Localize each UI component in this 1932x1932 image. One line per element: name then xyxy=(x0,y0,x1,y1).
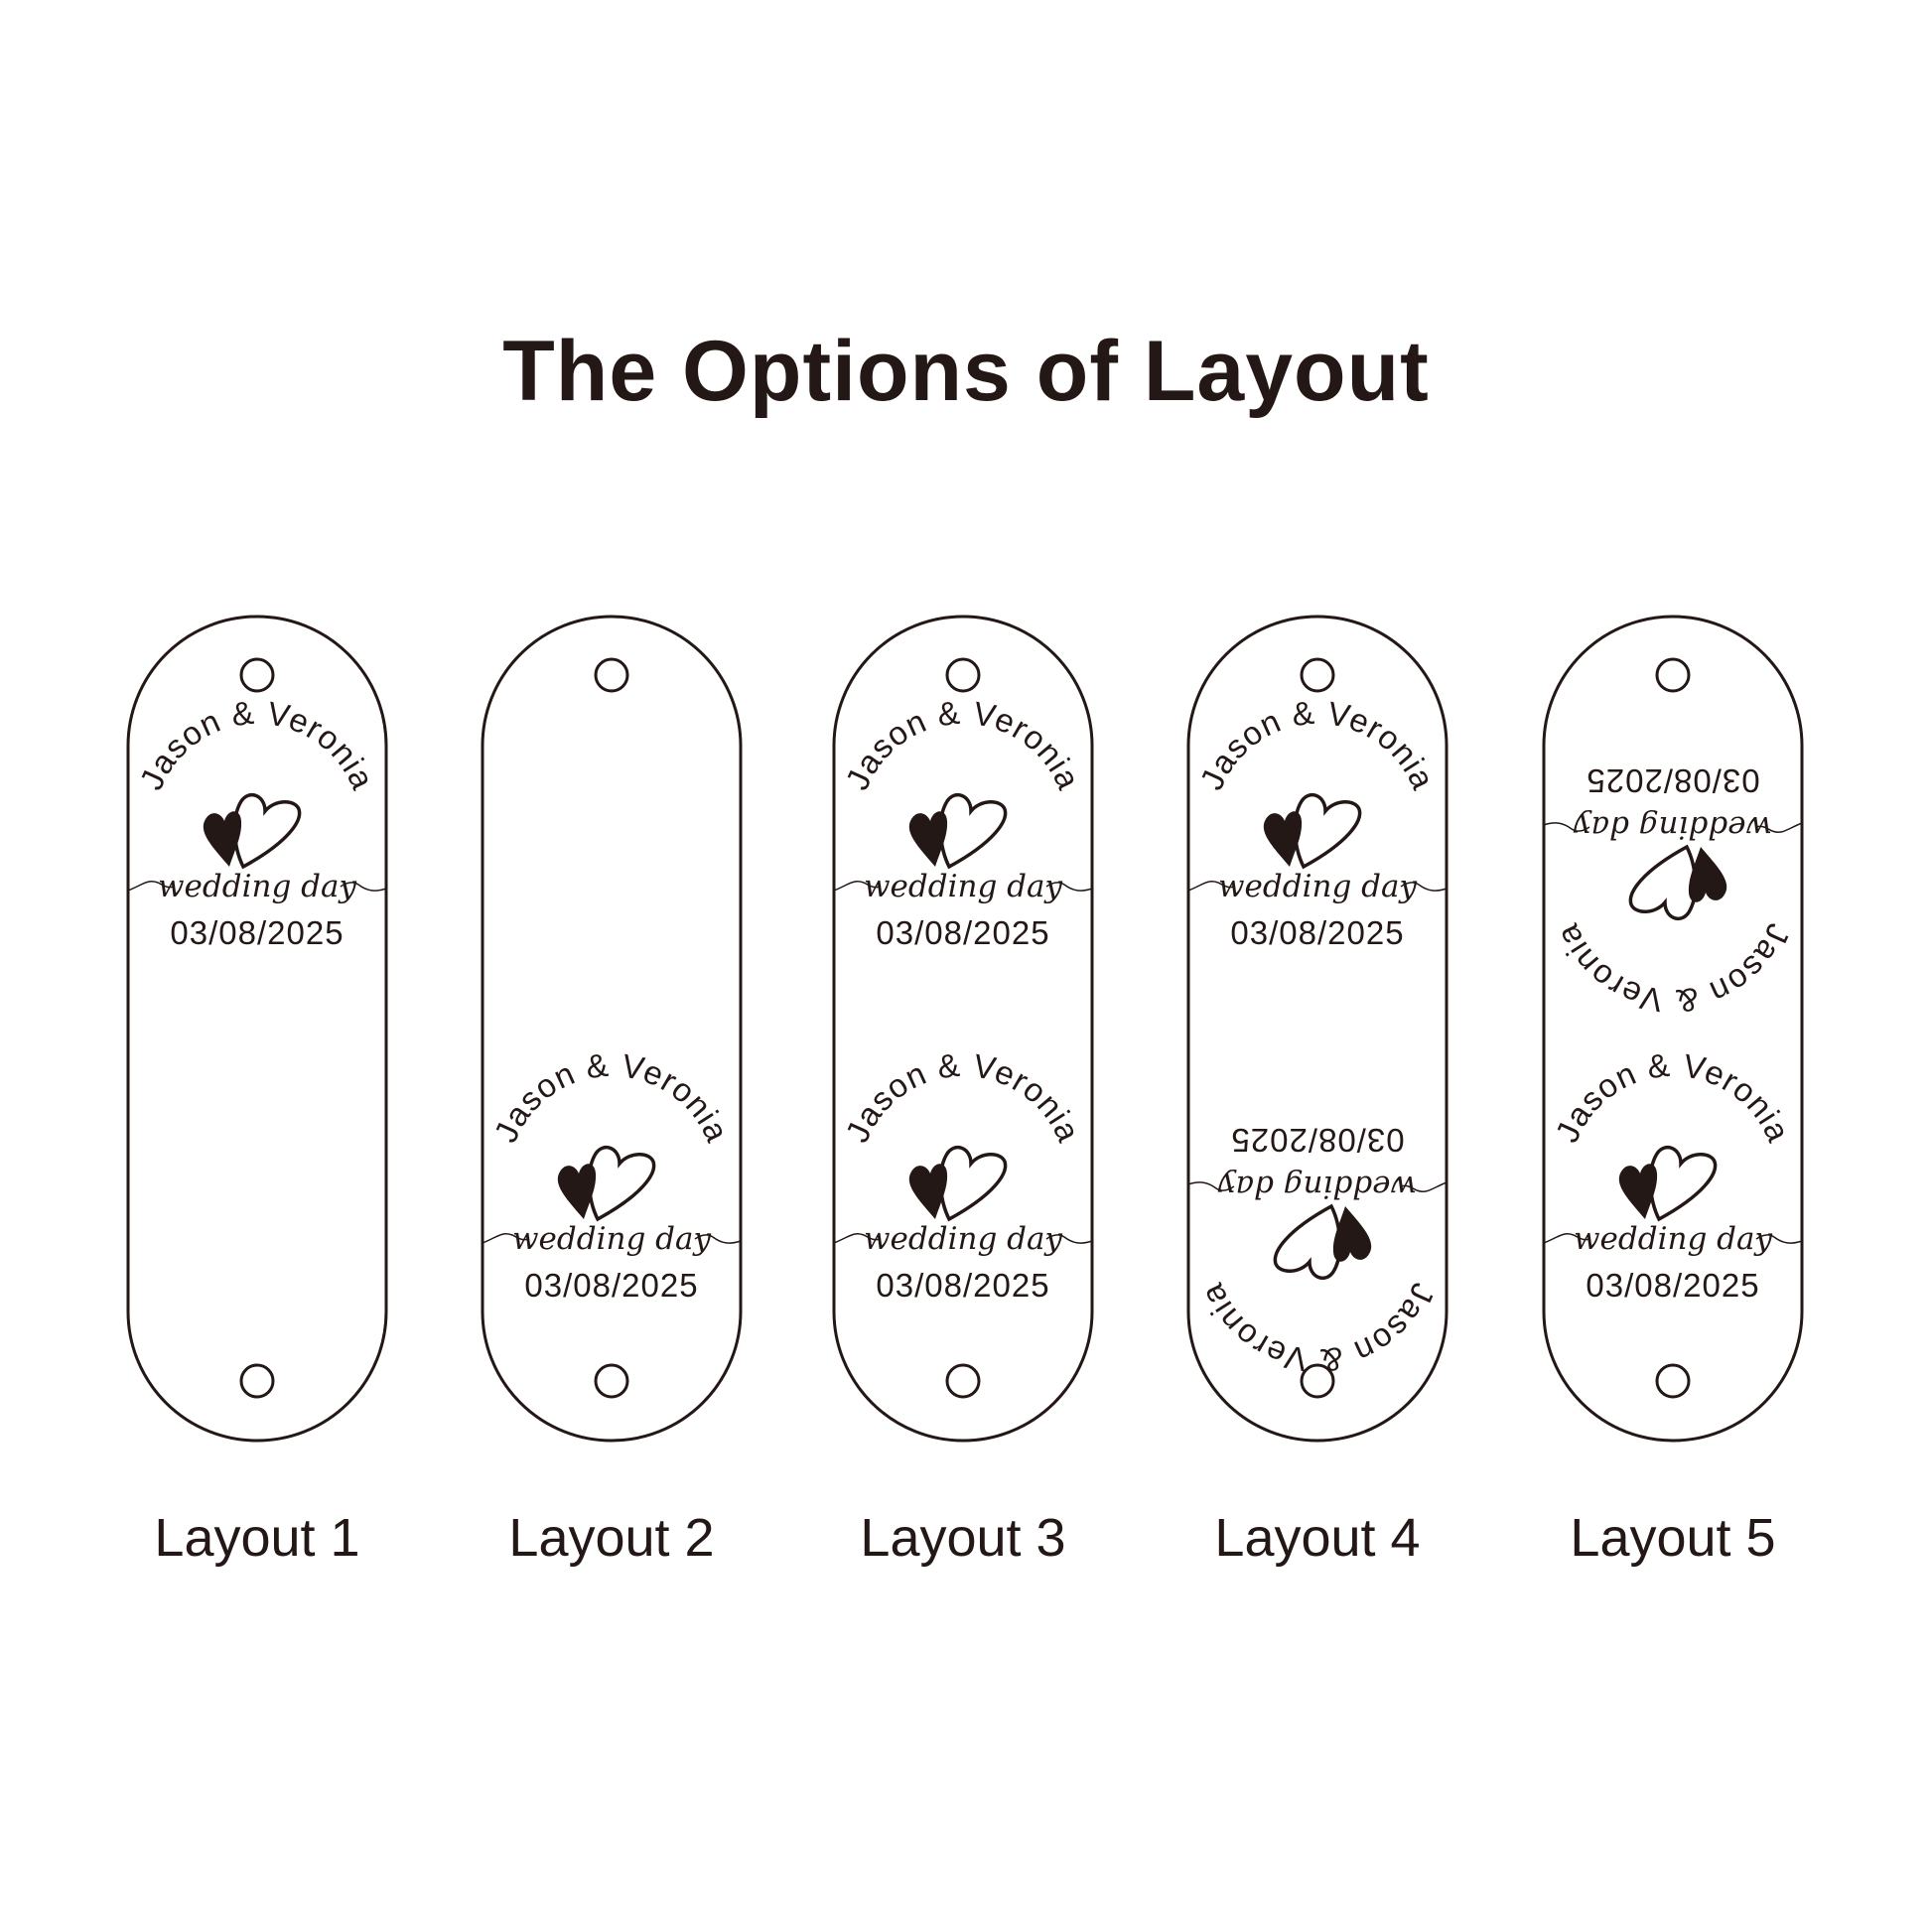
script-text: wedding day xyxy=(1218,869,1417,904)
wave-divider xyxy=(1543,822,1803,834)
outline-heart-icon xyxy=(1648,1145,1718,1222)
bottom-hole-icon xyxy=(239,1363,275,1399)
tag-outline xyxy=(481,615,743,1443)
outline-heart-icon xyxy=(1628,844,1698,921)
layout-label: Layout 1 xyxy=(154,1508,359,1568)
script-text: wedding day xyxy=(1218,1169,1417,1204)
date-text: 03/08/2025 xyxy=(876,1267,1049,1304)
tag-outline xyxy=(126,615,388,1443)
date-text: 03/08/2025 xyxy=(1230,914,1404,951)
filled-heart-icon xyxy=(1263,811,1303,867)
top-hole-icon xyxy=(945,657,981,693)
date-text: 03/08/2025 xyxy=(876,914,1049,951)
bottom-hole-icon xyxy=(945,1363,981,1399)
filled-heart-icon xyxy=(1618,1164,1658,1219)
date-text: 03/08/2025 xyxy=(1586,1267,1759,1304)
filled-heart-icon xyxy=(1688,847,1727,902)
tag-outline xyxy=(1542,615,1804,1443)
top-hole-icon xyxy=(239,657,275,693)
outline-heart-icon xyxy=(938,792,1008,870)
top-hole-icon xyxy=(1655,657,1691,693)
wave-divider xyxy=(833,880,1093,892)
wave-divider xyxy=(1187,1181,1448,1193)
tag-outline xyxy=(832,615,1094,1443)
outline-heart-icon xyxy=(1273,1203,1342,1281)
outline-heart-icon xyxy=(938,1145,1008,1222)
outline-heart-icon xyxy=(1293,792,1362,870)
wave-divider xyxy=(127,880,387,892)
filled-heart-icon xyxy=(557,1164,597,1219)
filled-heart-icon xyxy=(908,1164,948,1219)
tag-outline xyxy=(1186,615,1449,1443)
outline-heart-icon xyxy=(232,792,302,870)
script-text: wedding day xyxy=(1574,1221,1772,1257)
outline-heart-icon xyxy=(587,1145,656,1222)
wave-divider xyxy=(1543,1232,1803,1244)
script-text: wedding day xyxy=(158,869,356,904)
bottom-hole-icon xyxy=(594,1363,629,1399)
layout-label: Layout 2 xyxy=(508,1508,714,1568)
filled-heart-icon xyxy=(908,811,948,867)
wave-divider xyxy=(482,1232,742,1244)
top-hole-icon xyxy=(594,657,629,693)
layout-label: Layout 4 xyxy=(1214,1508,1420,1568)
filled-heart-icon xyxy=(1332,1206,1372,1262)
script-text: wedding day xyxy=(864,1221,1062,1257)
filled-heart-icon xyxy=(203,811,242,867)
date-text: 03/08/2025 xyxy=(524,1267,698,1304)
date-text: 03/08/2025 xyxy=(1230,1122,1404,1159)
script-text: wedding day xyxy=(512,1221,711,1257)
page-title: The Options of Layout xyxy=(502,324,1430,419)
date-text: 03/08/2025 xyxy=(170,914,344,951)
wave-divider xyxy=(1187,880,1448,892)
top-hole-icon xyxy=(1300,657,1335,693)
layout-label: Layout 3 xyxy=(860,1508,1065,1568)
wave-divider xyxy=(833,1232,1093,1244)
script-text: wedding day xyxy=(864,869,1062,904)
bottom-hole-icon xyxy=(1655,1363,1691,1399)
layout-label: Layout 5 xyxy=(1570,1508,1775,1568)
script-text: wedding day xyxy=(1574,809,1772,845)
bottom-hole-icon xyxy=(1300,1363,1335,1399)
date-text: 03/08/2025 xyxy=(1586,762,1759,799)
